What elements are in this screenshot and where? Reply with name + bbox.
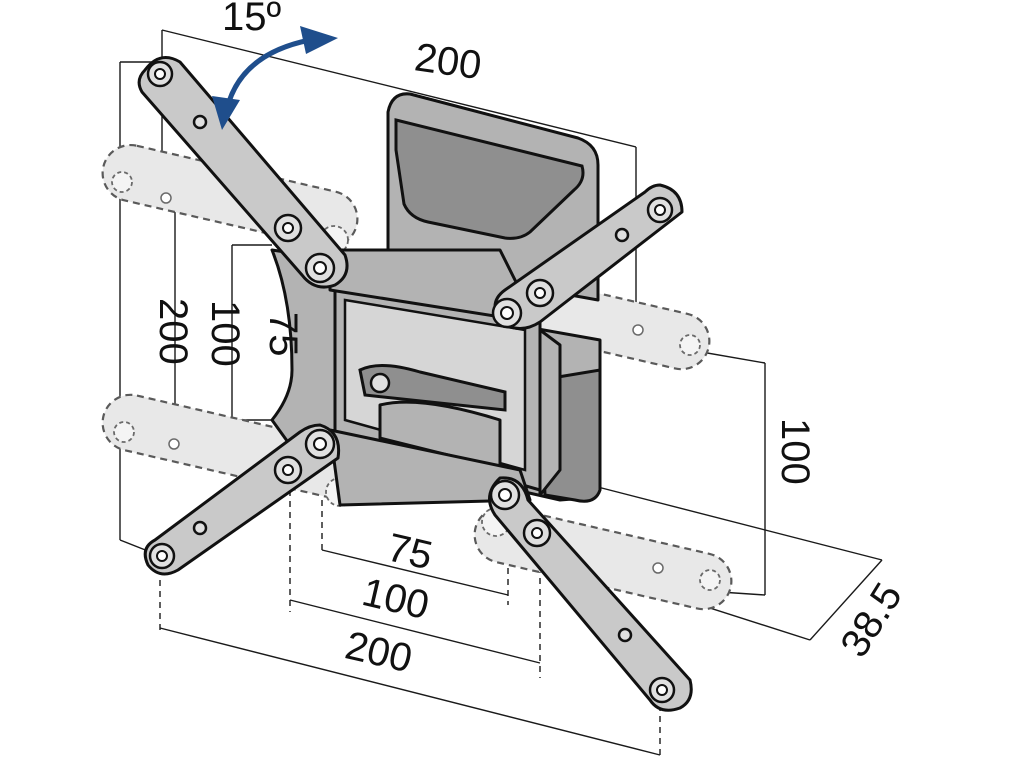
tilt-angle-label: 15º — [222, 0, 281, 39]
tilt-arrow-icon — [212, 26, 338, 130]
wall-distance-label: 38.5 — [832, 575, 911, 664]
center-plate — [270, 248, 562, 507]
left-outer-height-label: 200 — [151, 298, 195, 365]
bottom-outer-width-label: 200 — [341, 623, 416, 681]
left-middle-height-label: 100 — [203, 300, 247, 367]
top-width-label: 200 — [412, 35, 484, 88]
wall-bracket — [328, 92, 602, 503]
left-inner-height-label: 75 — [261, 312, 305, 357]
right-height-label: 100 — [773, 418, 817, 485]
bottom-inner-width-label: 75 — [383, 526, 436, 579]
mounting-arms — [137, 56, 693, 712]
